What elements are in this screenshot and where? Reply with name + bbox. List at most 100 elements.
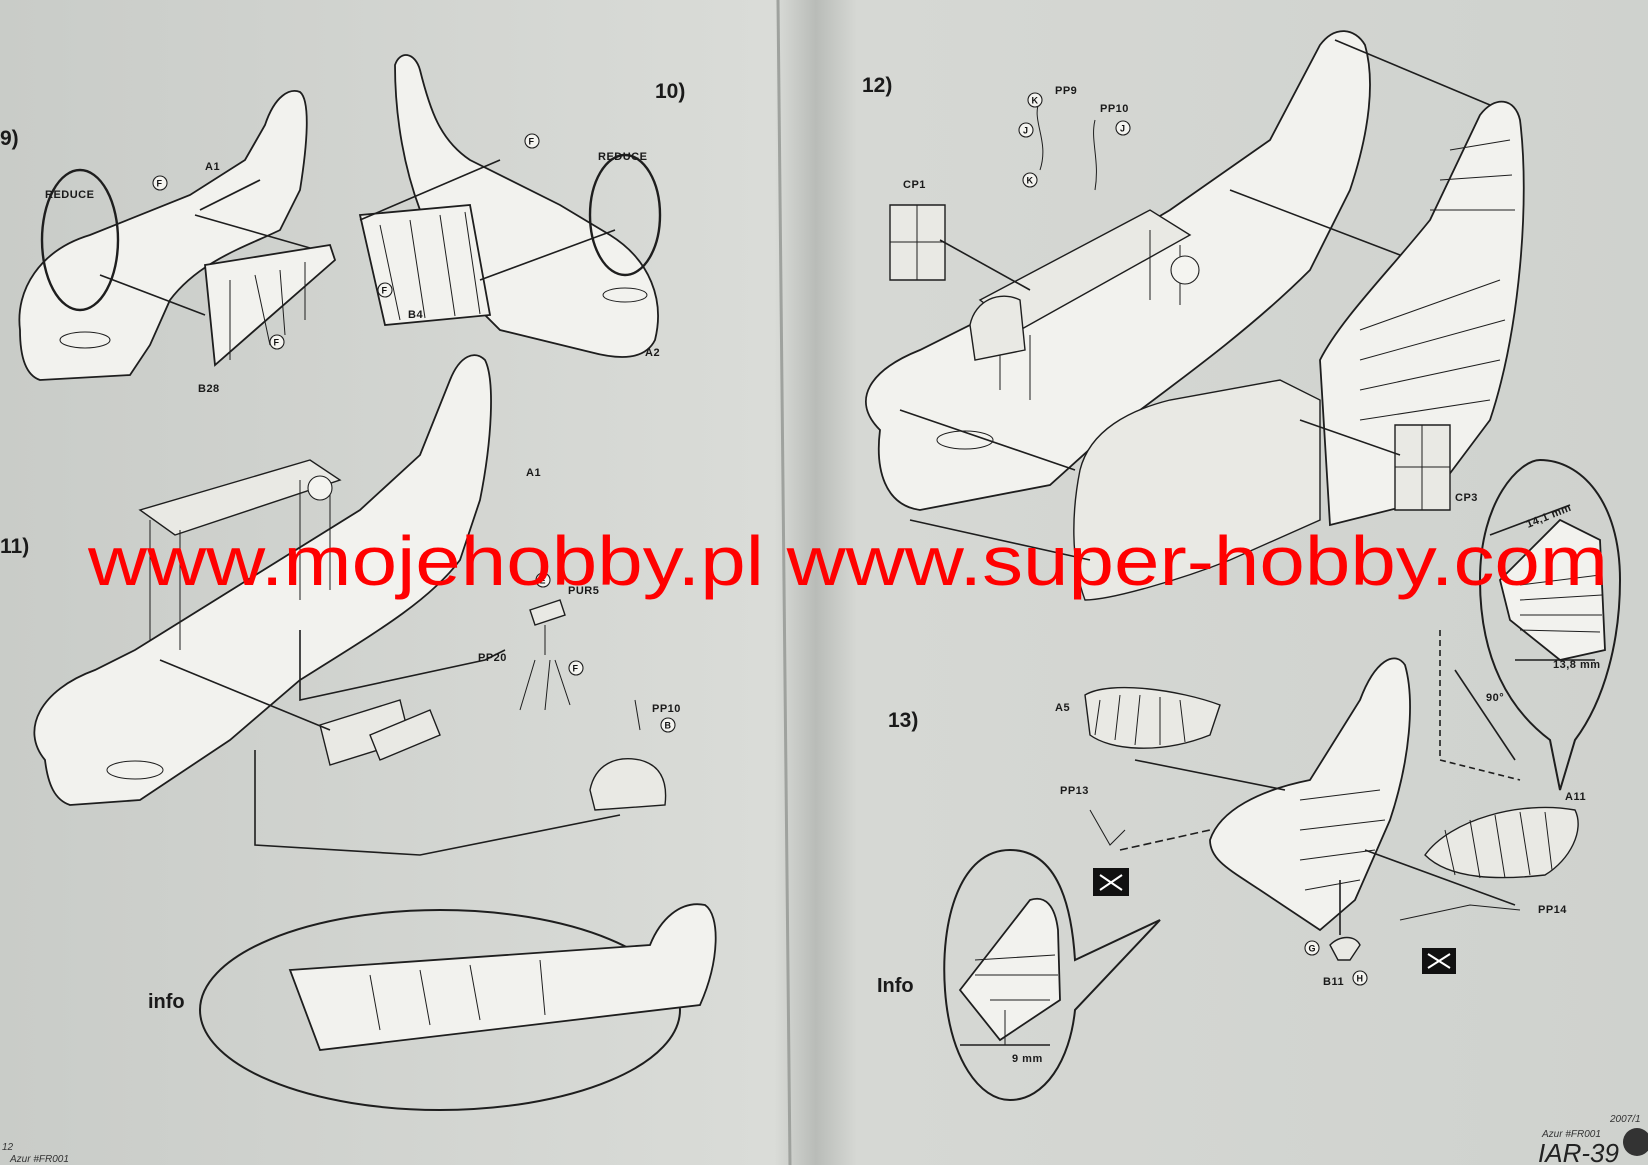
right-angle-guide: [1439, 630, 1521, 781]
step-numbers: 9) 10) 11) 12) 13): [0, 74, 918, 732]
step-11-number: 11): [0, 535, 29, 558]
stabilizer-a11-ribs: [1444, 811, 1553, 879]
strut-pp14: [1399, 904, 1521, 921]
frame-b4-struts: [379, 211, 481, 321]
reduce-circle-right: [588, 153, 662, 277]
symbol-j-1-text: J: [1023, 126, 1028, 136]
footer-azur-right: Azur #FR001: [1541, 1129, 1601, 1140]
rudder-zoom-ribs: [1519, 574, 1603, 633]
symbol-f-2-text: F: [529, 137, 535, 147]
assembly-guide-line-a: [254, 750, 621, 856]
step-10-number: 10): [655, 80, 685, 103]
symbol-h-text: H: [1357, 974, 1364, 984]
cockpit-frame-struts: [149, 480, 331, 650]
label-reduce-right: REDUCE: [598, 151, 647, 163]
symbol-f-1: [152, 175, 168, 191]
symbol-f-3: [377, 282, 393, 298]
label-a1-top: A1: [205, 161, 220, 173]
label-dim-9mm: 9 mm: [1012, 1053, 1043, 1065]
footer: 12 Azur #FR001 2007/1 Azur #FR001 IAR-39: [2, 1114, 1648, 1165]
step-13-number: 13): [888, 709, 918, 732]
label-b4: B4: [408, 309, 423, 321]
symbol-j-2: [1115, 120, 1131, 136]
symbol-k-1: [1027, 92, 1043, 108]
symbol-j-2-text: J: [1120, 124, 1125, 134]
arrow-line-step9: [194, 214, 311, 249]
rudder-zoom: [1499, 518, 1606, 661]
arrow-line-step10b: [479, 229, 616, 281]
seat-back: [369, 709, 441, 761]
cockpit-frame-step11: [138, 459, 342, 536]
frame-b4: [358, 204, 492, 326]
label-info-left: info: [148, 991, 185, 1013]
info-tail-ribs: [974, 954, 1058, 1001]
symbol-f-3-text: F: [382, 286, 388, 296]
pp20-tripod: [519, 625, 571, 711]
fuselage-window-step11: [106, 760, 164, 780]
fuselage-half-a1-step11: [33, 354, 492, 806]
symbol-b: [660, 717, 676, 733]
symbol-k-2-text: K: [1027, 176, 1034, 186]
symbol-g-text: G: [1309, 944, 1316, 954]
step-10-diagram: [358, 54, 662, 358]
info-fuselage-left: [288, 903, 717, 1051]
info-bubble-left: [199, 903, 717, 1111]
symbol-b-text: B: [665, 721, 672, 731]
instrument-ring: [307, 475, 333, 501]
strut-pp13: [1089, 809, 1126, 846]
label-a2: A2: [645, 347, 660, 359]
symbol-e-text: E: [540, 576, 546, 586]
symbol-f-5: [568, 660, 584, 676]
rear-fuselage-ribs: [1359, 139, 1515, 421]
label-b28: B28: [198, 383, 220, 395]
tail-wheel-b11: [1329, 936, 1361, 961]
headrest-step12: [969, 295, 1026, 361]
symbol-f-4-text: F: [274, 338, 280, 348]
arrow-line-step12f: [1299, 419, 1401, 456]
frame-b28-struts: [229, 262, 306, 360]
label-a1-mid: A1: [526, 467, 541, 479]
label-angle-90: 90°: [1486, 692, 1504, 704]
fuselage-window-step12: [936, 430, 994, 450]
panel-cp1-grid: [890, 205, 945, 280]
label-pp9: PP9: [1055, 85, 1077, 97]
instrument-ring-step12: [1170, 255, 1200, 285]
arrow-line-step9b: [99, 274, 206, 316]
label-cp3: CP3: [1455, 492, 1478, 504]
symbol-g: [1304, 940, 1320, 956]
arrow-line-step10a: [359, 159, 501, 221]
label-info-right: Info: [877, 975, 914, 997]
headrest-pp10: [589, 758, 667, 811]
scissors-icon-right: [1427, 953, 1451, 969]
step-11-diagram: [33, 354, 667, 856]
info-frame-left: [369, 959, 546, 1031]
label-b11: B11: [1323, 976, 1344, 988]
angle-arrow-90: [1454, 669, 1516, 761]
step-9-number: 9): [0, 127, 19, 150]
part-labels: REDUCE REDUCE A1 A1 A2 B4 B28 PUR5 PP20 …: [45, 85, 1600, 1065]
balloon-outline: [1478, 458, 1622, 791]
arrow-line-step12a: [1334, 39, 1491, 106]
footer-year: 2007/1: [1609, 1114, 1641, 1125]
label-pp10-left: PP10: [652, 703, 681, 715]
symbol-e: [535, 572, 551, 588]
arrow-line-step13a: [1134, 759, 1286, 791]
info-bubble-outline-right: [943, 848, 1161, 1102]
arrow-line-step13b: [1119, 829, 1211, 851]
symbol-f-1-text: F: [157, 179, 163, 189]
page-spine: [776, 0, 792, 1165]
stabilizer-a11: [1424, 806, 1579, 879]
fuselage-detail-line: [199, 179, 261, 211]
rear-fuselage-step12: [1319, 100, 1525, 527]
info-tail-zoom: [958, 897, 1061, 1042]
arrow-line-step12e: [909, 519, 1091, 561]
dim-line-141: [1489, 504, 1571, 536]
reduce-circle-left: [40, 168, 120, 312]
label-a11: A11: [1565, 791, 1586, 803]
label-pp10-right: PP10: [1100, 103, 1129, 115]
step-9-diagram: [18, 90, 337, 381]
rudder-dimension-balloon: [1439, 458, 1622, 791]
tail-section-ribs: [1299, 789, 1386, 891]
symbol-h: [1352, 970, 1368, 986]
